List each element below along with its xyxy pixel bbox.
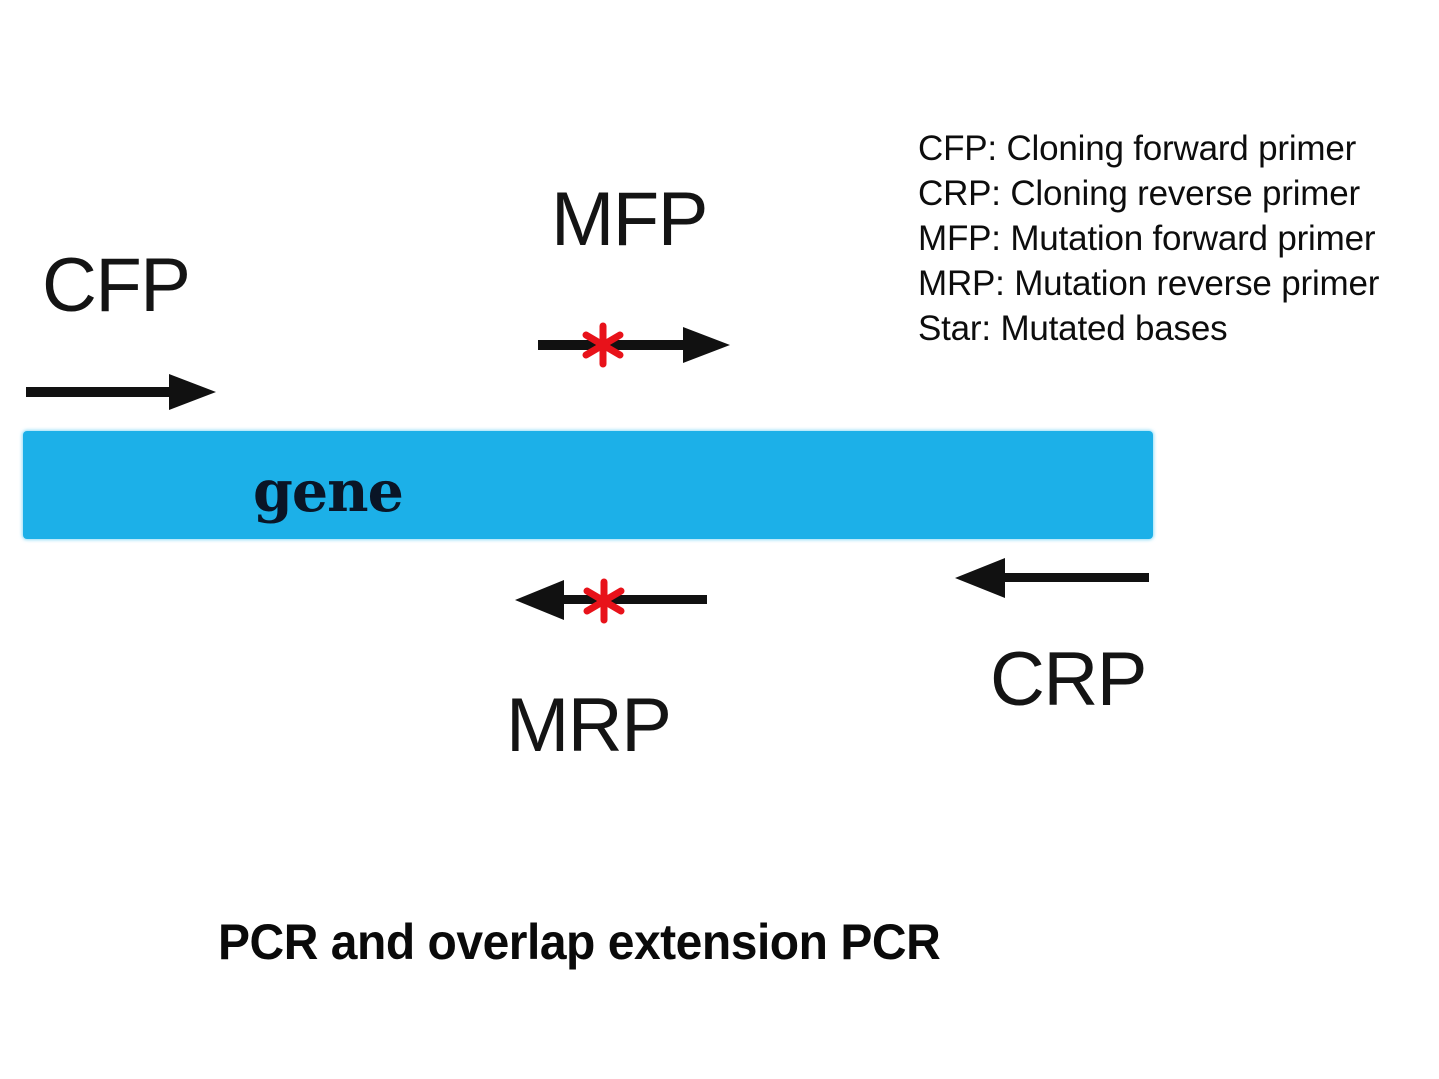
legend: CFP: Cloning forward primer CRP: Cloning…	[918, 126, 1438, 351]
figure-caption: PCR and overlap extension PCR	[218, 914, 941, 970]
primer-label-cfp: CFP	[42, 243, 191, 328]
crp-reverse-arrow-icon	[953, 556, 1149, 600]
legend-item-mfp: MFP: Mutation forward primer	[918, 219, 1376, 258]
legend-item-star: Star: Mutated bases	[918, 309, 1228, 348]
gene-bar-label: gene	[253, 458, 404, 525]
legend-item-cfp: CFP: Cloning forward primer	[918, 129, 1357, 168]
mrp-reverse-arrow-icon	[513, 578, 707, 622]
mutation-star-icon-mfp	[580, 322, 626, 368]
primer-label-mrp: MRP	[506, 683, 672, 768]
legend-item-crp: CRP: Cloning reverse primer	[918, 174, 1360, 213]
primer-label-mfp: MFP	[551, 177, 708, 262]
mfp-forward-arrow-icon	[538, 323, 730, 367]
gene-bar	[23, 431, 1153, 539]
cfp-forward-arrow-icon	[26, 370, 216, 414]
mutation-star-icon-mrp	[581, 578, 627, 624]
legend-item-mrp: MRP: Mutation reverse primer	[918, 264, 1380, 303]
primer-label-crp: CRP	[990, 637, 1147, 722]
